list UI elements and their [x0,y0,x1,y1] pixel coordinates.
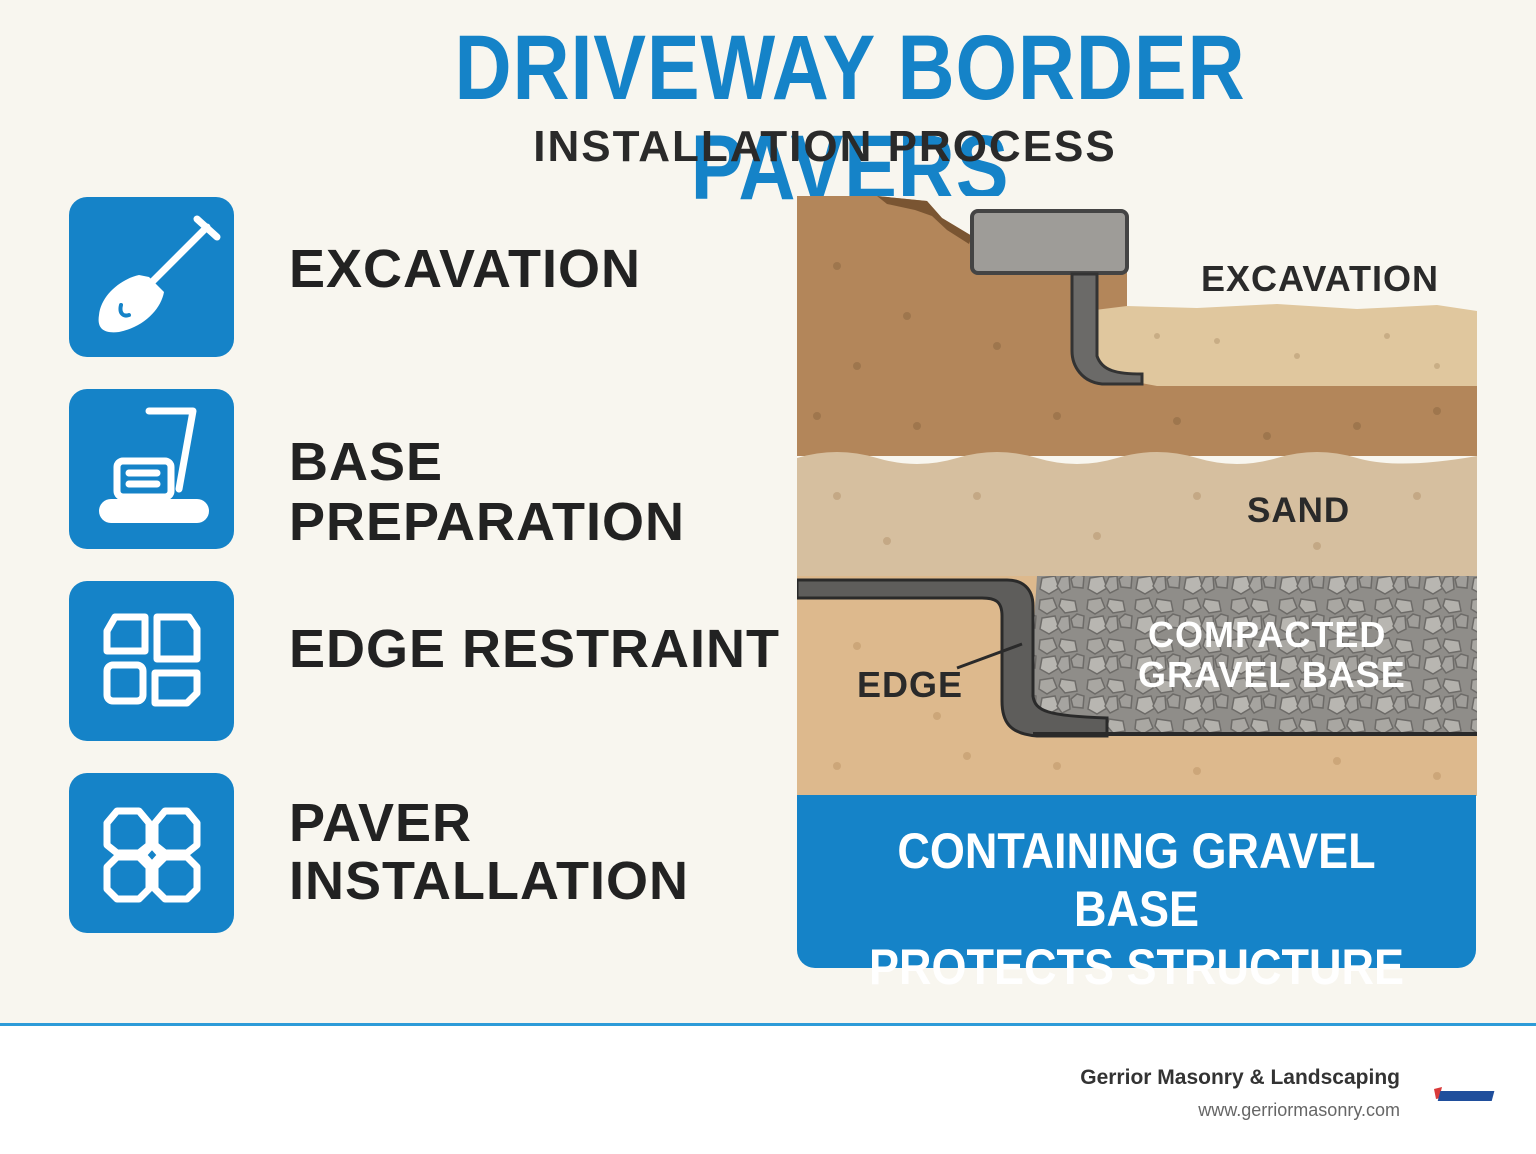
cross-section-illustration [797,196,1477,796]
website-link[interactable]: www.gerriormasonry.com [1198,1100,1400,1120]
company-logo-icon [1434,1087,1495,1101]
diagram-label-gravel-line1: COMPACTED [1148,614,1387,655]
banner-line: CONTAINING GRAVEL BASE [897,823,1376,937]
shovel-icon [98,215,221,333]
step-base-preparation: BASE PREPARATION [69,389,789,552]
company-name: Gerrior Masonry & Landscaping [1080,1066,1400,1089]
step-icon-tile [69,773,234,933]
diagram-label-edge: EDGE [857,664,964,705]
summary-banner: CONTAINING GRAVEL BASE PROTECTS STRUCTUR… [797,795,1476,995]
paver-pattern-icon [103,807,201,903]
step-edge-restraint: EDGE RESTRAINT [69,581,789,743]
banner-line: PROTECTS STRUCTURE [868,939,1405,995]
diagram-label-gravel-line2: GRAVEL BASE [1138,654,1406,695]
step-label: BASE PREPARATION [289,432,686,552]
page-subtitle: INSTALLATION PROCESS [533,122,1117,171]
step-icon-tile [69,389,234,549]
page-title: DRIVEWAY BORDER PAVERS [454,17,1246,219]
edge-blocks-icon [103,613,201,707]
cross-section-diagram: EXCAVATION SAND COMPACTED GRAVEL BASE ED… [797,196,1477,796]
plate-compactor-icon [99,407,209,523]
step-label: PAVER [289,793,473,853]
step-icon-tile [69,581,234,741]
step-label: EXCAVATION [289,239,642,299]
diagram-label-excavation: EXCAVATION [1201,258,1440,299]
diagram-label-sand: SAND [1247,491,1351,530]
step-paver-installation: PAVER INSTALLATION [69,773,789,935]
step-label: INSTALLATION [289,851,689,911]
step-label: EDGE RESTRAINT [289,619,781,679]
step-icon-tile [69,197,234,357]
footer [0,1026,1536,1154]
step-excavation: EXCAVATION [69,197,789,359]
footer-divider [0,1023,1536,1026]
